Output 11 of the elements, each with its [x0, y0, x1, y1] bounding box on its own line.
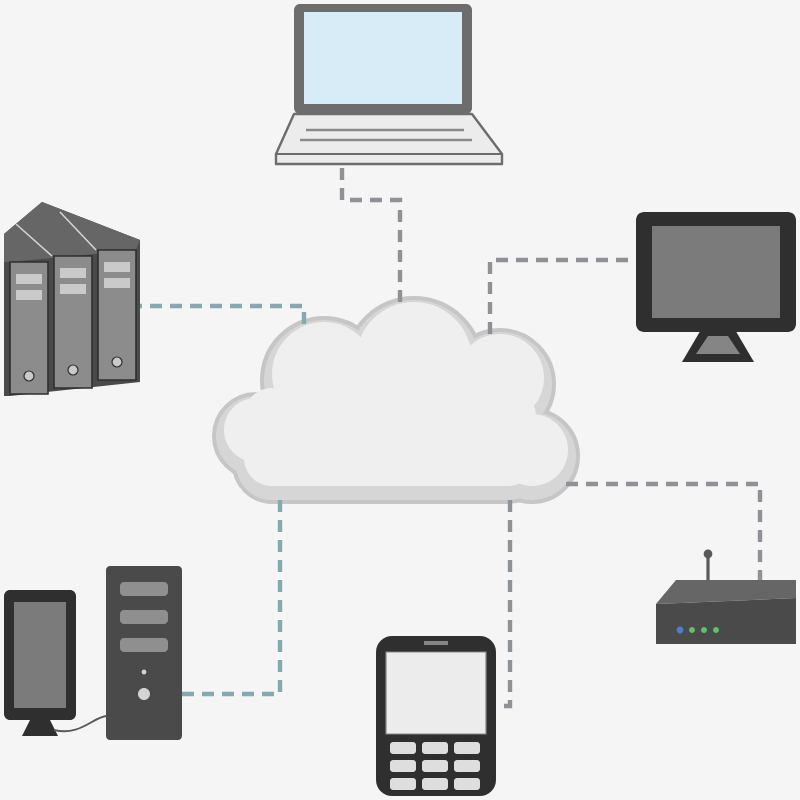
laptop	[274, 4, 504, 166]
router	[656, 549, 796, 644]
server-rack	[4, 202, 140, 396]
cloud	[212, 296, 580, 504]
connector-line	[339, 166, 403, 302]
mobile-phone	[376, 636, 496, 796]
desktop-computer	[4, 566, 182, 740]
monitor	[636, 212, 796, 362]
connector-line	[182, 500, 283, 697]
connector-line	[140, 303, 307, 324]
connector-line	[566, 481, 763, 580]
